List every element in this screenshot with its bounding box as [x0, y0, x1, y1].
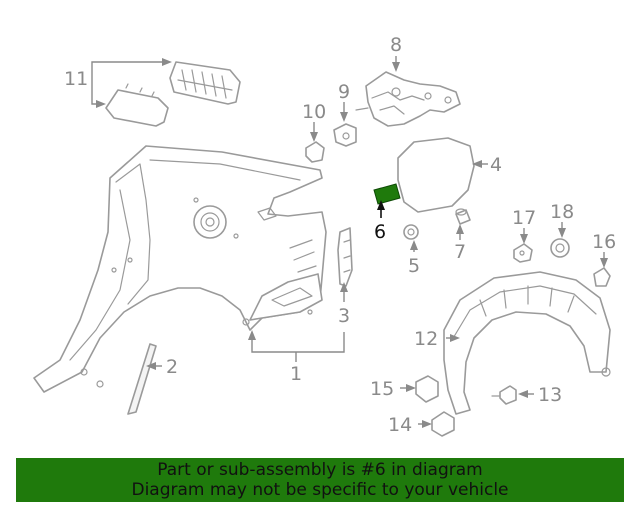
callout-8: 8: [390, 34, 402, 56]
moulding-strip-illustration: [127, 343, 157, 415]
fender-liner-illustration: [443, 271, 611, 415]
callout-10: 10: [302, 101, 326, 123]
clip-10-illustration: [305, 141, 325, 163]
fitment-notice-banner: Part or sub-assembly is #6 in diagram Di…: [16, 458, 624, 502]
spring-part-6-highlight[interactable]: [373, 183, 401, 205]
bumper-illustration: [403, 224, 419, 240]
callout-13: 13: [538, 384, 562, 406]
clip-16-illustration: [593, 267, 611, 287]
quarter-panel-illustration: [33, 145, 327, 393]
callout-15: 15: [370, 378, 394, 400]
clip-17-illustration: [513, 243, 533, 263]
clip-15-illustration: [415, 375, 439, 403]
clip-9-illustration: [333, 123, 357, 147]
callout-14: 14: [388, 414, 412, 436]
vent-cover-illustration: [105, 83, 169, 127]
callout-7: 7: [454, 241, 466, 263]
bracket-illustration: [337, 227, 353, 287]
bolt-13-illustration: [491, 385, 517, 405]
callout-3: 3: [338, 305, 350, 327]
callout-2: 2: [166, 356, 178, 378]
callout-11: 11: [64, 68, 88, 90]
callout-4: 4: [490, 154, 502, 176]
vent-grille-illustration: [169, 61, 241, 105]
callout-18: 18: [550, 201, 574, 223]
callout-9: 9: [338, 81, 350, 103]
callout-17: 17: [512, 207, 536, 229]
callout-1: 1: [290, 363, 302, 385]
callout-5: 5: [408, 255, 420, 277]
clip-14-illustration: [431, 411, 455, 437]
actuator-illustration: [355, 71, 461, 127]
callout-12: 12: [414, 328, 438, 350]
banner-line-2: Diagram may not be specific to your vehi…: [131, 480, 509, 500]
cushion-illustration: [455, 208, 471, 225]
callout-6: 6: [374, 221, 386, 243]
grommet-18-illustration: [550, 238, 570, 258]
leader-lines: [91, 56, 608, 428]
fuel-door-illustration: [397, 137, 475, 213]
banner-line-1: Part or sub-assembly is #6 in diagram: [157, 460, 483, 480]
callout-16: 16: [592, 231, 616, 253]
